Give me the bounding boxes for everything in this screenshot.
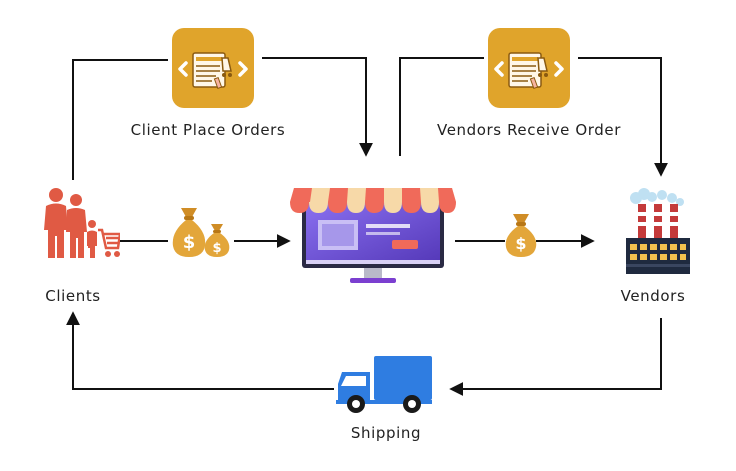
shopping-family-icon xyxy=(44,188,120,258)
svg-text:$: $ xyxy=(183,232,196,253)
connector-shipping-to-clients xyxy=(66,311,334,390)
money-bags-icon: $ $ xyxy=(172,208,230,257)
connector-clients-to-order-tile xyxy=(72,59,168,180)
connector-order-tile-to-store xyxy=(262,57,373,157)
svg-text:$: $ xyxy=(515,234,526,253)
order-form-icon xyxy=(172,28,254,108)
factory-icon xyxy=(626,188,690,274)
shipping-label: Shipping xyxy=(350,424,422,442)
connector-store-to-vendor-tile xyxy=(399,57,484,156)
order-form-icon xyxy=(488,28,570,108)
connector-vendor-tile-to-vendors xyxy=(578,57,668,177)
delivery-truck-icon xyxy=(336,356,432,413)
money-bag-icon: $ xyxy=(505,214,537,257)
client-orders-tile xyxy=(172,28,254,108)
vendors-label: Vendors xyxy=(620,287,686,305)
svg-text:$: $ xyxy=(212,241,221,256)
vendor-orders-tile xyxy=(488,28,570,108)
connector-vendors-to-shipping xyxy=(449,318,662,396)
clients-label: Clients xyxy=(45,287,101,305)
client-orders-label: Client Place Orders xyxy=(130,121,286,139)
online-store-monitor-icon xyxy=(290,188,456,283)
vendor-orders-label: Vendors Receive Order xyxy=(436,121,622,139)
